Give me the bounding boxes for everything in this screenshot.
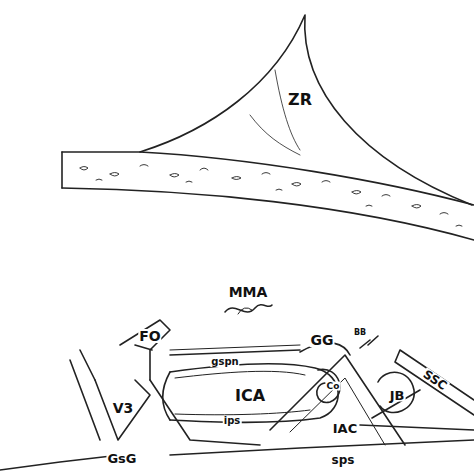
part-label: Co	[326, 382, 341, 391]
part-label: GG	[310, 333, 335, 347]
part-label: BB	[353, 329, 367, 337]
part-label: ZR	[287, 92, 313, 108]
part-label: ips	[223, 416, 242, 426]
part-label: GsG	[106, 452, 137, 465]
part-label: MMA	[228, 285, 269, 299]
part-label: gspn	[210, 357, 239, 367]
part-label: V3	[112, 401, 135, 415]
part-label: sps	[331, 454, 356, 466]
part-label: FO	[138, 329, 161, 343]
part-label: IAC	[332, 422, 358, 435]
part-label: SSC	[420, 367, 450, 392]
part-label: JB	[389, 389, 406, 402]
part-label: ICA	[234, 388, 266, 404]
